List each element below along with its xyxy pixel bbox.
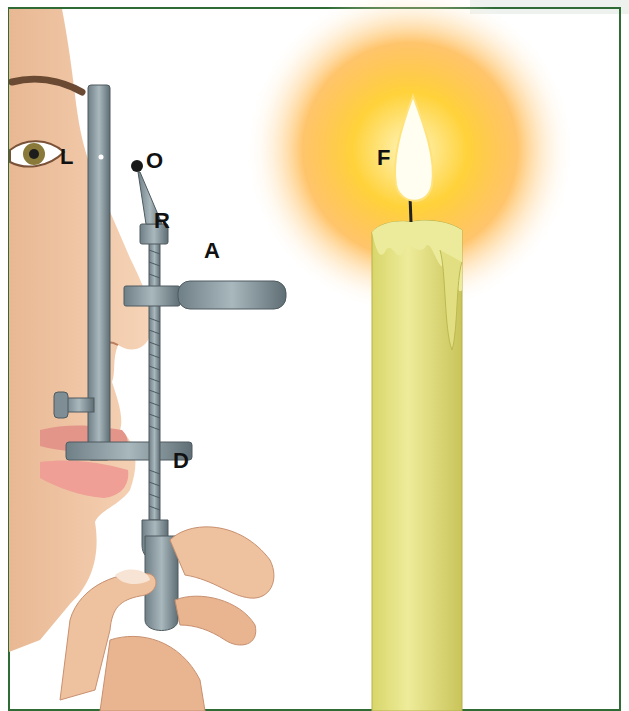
- finger: [170, 527, 274, 598]
- arm-clamp: [124, 286, 180, 306]
- sight-hole: [99, 155, 104, 160]
- arm-handle: [178, 281, 286, 309]
- thumb-screw: [54, 392, 68, 418]
- eye: [10, 141, 64, 166]
- lower-lip: [40, 460, 128, 498]
- pupil: [29, 149, 39, 159]
- part-label: D: [173, 450, 189, 472]
- thumbnail: [115, 569, 150, 584]
- iris: [23, 143, 45, 165]
- face: [9, 9, 152, 652]
- part-label: F: [377, 147, 390, 169]
- finger: [175, 596, 256, 645]
- part-label: R: [154, 210, 170, 232]
- part-label: L: [60, 146, 73, 168]
- flame: [395, 96, 433, 201]
- part-label: O: [146, 150, 163, 172]
- part-label: A: [204, 240, 220, 262]
- candle-drip: [440, 250, 462, 350]
- candle: [372, 220, 462, 711]
- ball: [131, 160, 143, 172]
- threaded-rod: [149, 240, 160, 520]
- eyebrow: [12, 79, 82, 92]
- hand: [100, 636, 205, 711]
